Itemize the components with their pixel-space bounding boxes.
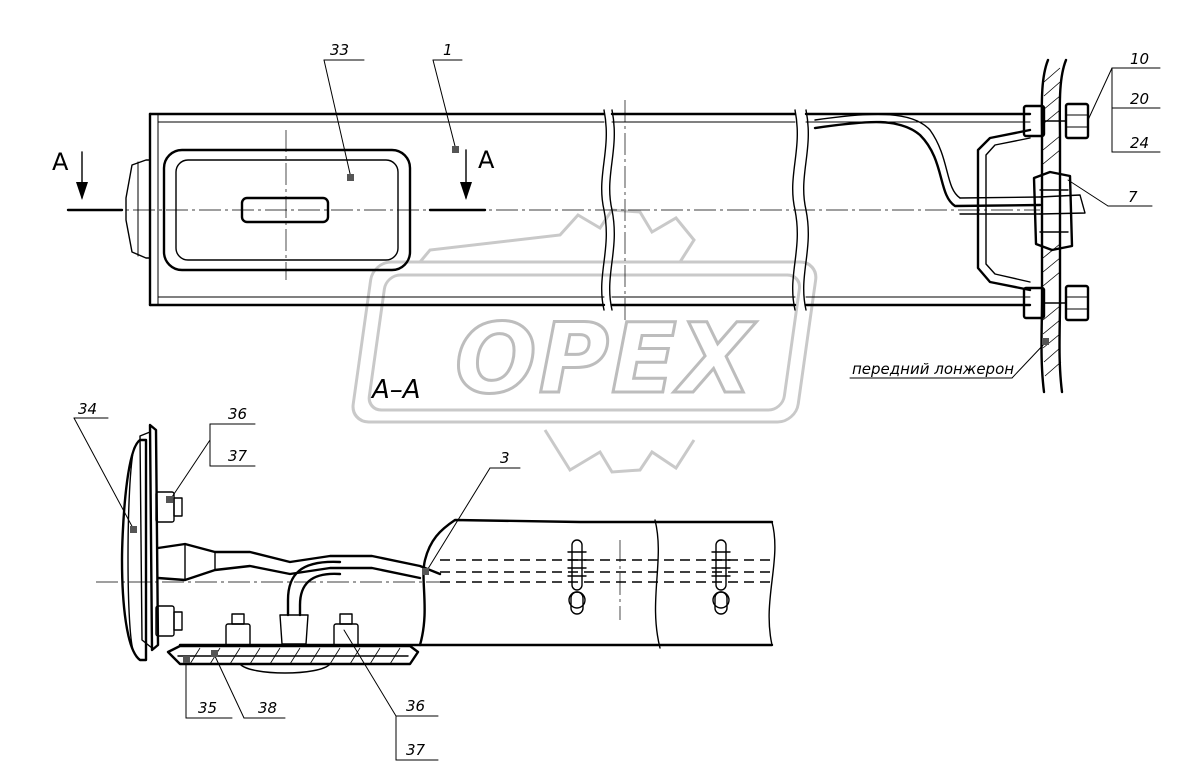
callout-38: 38 [258,699,277,717]
callout-34: 34 [78,400,97,418]
callout-33: 33 [330,41,349,59]
section-a-a-view [96,423,776,674]
cut-mark-left: A [52,148,69,176]
leaders-top [323,59,1161,379]
callout-3: 3 [500,449,510,467]
callout-37-bottom: 37 [406,741,426,759]
callout-36-top: 36 [228,405,247,423]
watermark-text: OPEX [455,303,757,415]
leaders-section [73,417,521,761]
watermark-logo: OPEX [351,208,818,474]
callout-35: 35 [198,699,217,717]
callout-20: 20 [1130,90,1149,108]
front-spar-note: передний лонжерон [852,360,1014,378]
callout-7: 7 [1128,188,1138,206]
section-title: A–A [370,375,421,405]
housing-top-view [66,100,1040,320]
callout-1: 1 [443,41,453,59]
cut-mark-right: A [478,146,495,174]
callout-24: 24 [1130,134,1149,152]
wiring-top-view [813,58,1090,394]
callout-37-top: 37 [228,447,248,465]
callout-10: 10 [1130,50,1149,68]
callout-36-bottom: 36 [406,697,425,715]
